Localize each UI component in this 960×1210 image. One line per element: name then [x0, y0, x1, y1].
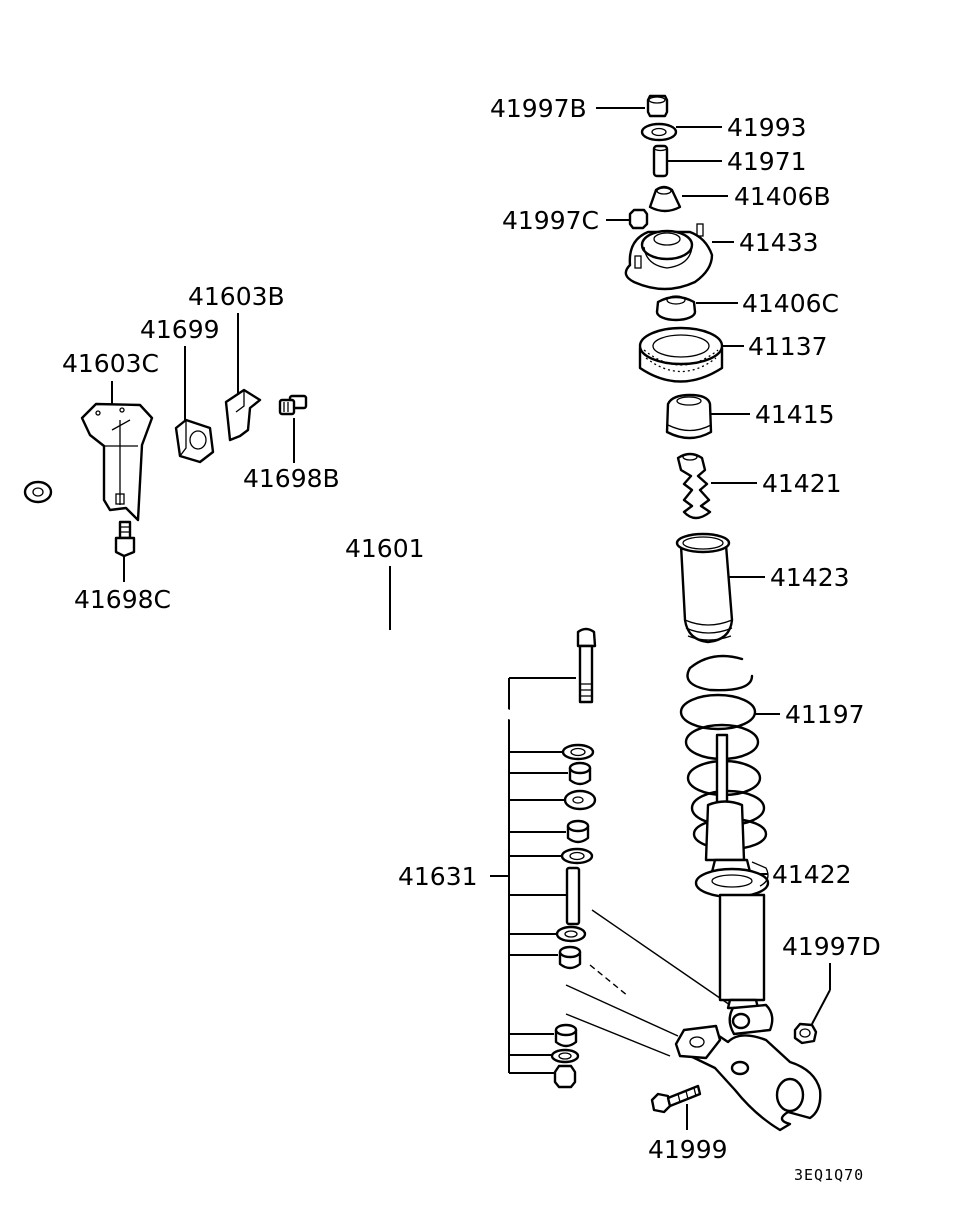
bolt-41999 [650, 1084, 702, 1114]
label-41631: 41631 [398, 862, 478, 891]
bushing-41406b [648, 185, 682, 213]
lower-arm [674, 1024, 822, 1132]
spring-seat-41137 [638, 326, 724, 383]
label-41699: 41699 [140, 315, 220, 344]
leader-lines [111, 107, 831, 1130]
label-41603b: 41603B [188, 282, 285, 311]
label-41997d: 41997D [782, 932, 881, 961]
label-41997c: 41997C [502, 206, 599, 235]
label-41406c: 41406C [742, 289, 839, 318]
strut-mount-41433 [624, 223, 714, 291]
label-41423: 41423 [770, 563, 850, 592]
label-41698c: 41698C [74, 585, 171, 614]
label-41698b: 41698B [243, 464, 340, 493]
label-41421: 41421 [762, 469, 842, 498]
bushing-41699 [174, 418, 215, 464]
label-41971: 41971 [727, 147, 807, 176]
bushing-41406c [655, 295, 697, 322]
nut-41997d [793, 1022, 818, 1045]
label-41993: 41993 [727, 113, 807, 142]
label-41601: 41601 [345, 534, 425, 563]
dust-cover-41415 [665, 393, 713, 440]
nut-41997c [628, 208, 649, 230]
label-41137: 41137 [748, 332, 828, 361]
bracket-41603c [80, 402, 154, 522]
shock-absorber-41422 [694, 858, 774, 1036]
bracket-41603b [224, 388, 262, 442]
coil-spring-41197 [679, 654, 768, 862]
stabilizer-link-41631 [550, 627, 597, 1089]
bump-stopper-41421 [676, 452, 712, 520]
label-41997b: 41997B [490, 94, 587, 123]
label-41603c: 41603C [62, 349, 159, 378]
boot-41423 [675, 532, 734, 644]
bolt-41698c [114, 520, 136, 558]
washer-41993 [640, 122, 678, 142]
diagram-code: 3EQ1Q70 [794, 1166, 864, 1184]
label-41422: 41422 [772, 860, 852, 889]
label-41415: 41415 [755, 400, 835, 429]
label-41406b: 41406B [734, 182, 831, 211]
collar-41971 [652, 144, 669, 178]
label-41999: 41999 [648, 1135, 728, 1164]
stabilizer-bar-41601 [23, 447, 661, 811]
label-41197: 41197 [785, 700, 865, 729]
bolt-41698b [278, 394, 308, 416]
nut-41997b [646, 94, 669, 118]
label-41433: 41433 [739, 228, 819, 257]
